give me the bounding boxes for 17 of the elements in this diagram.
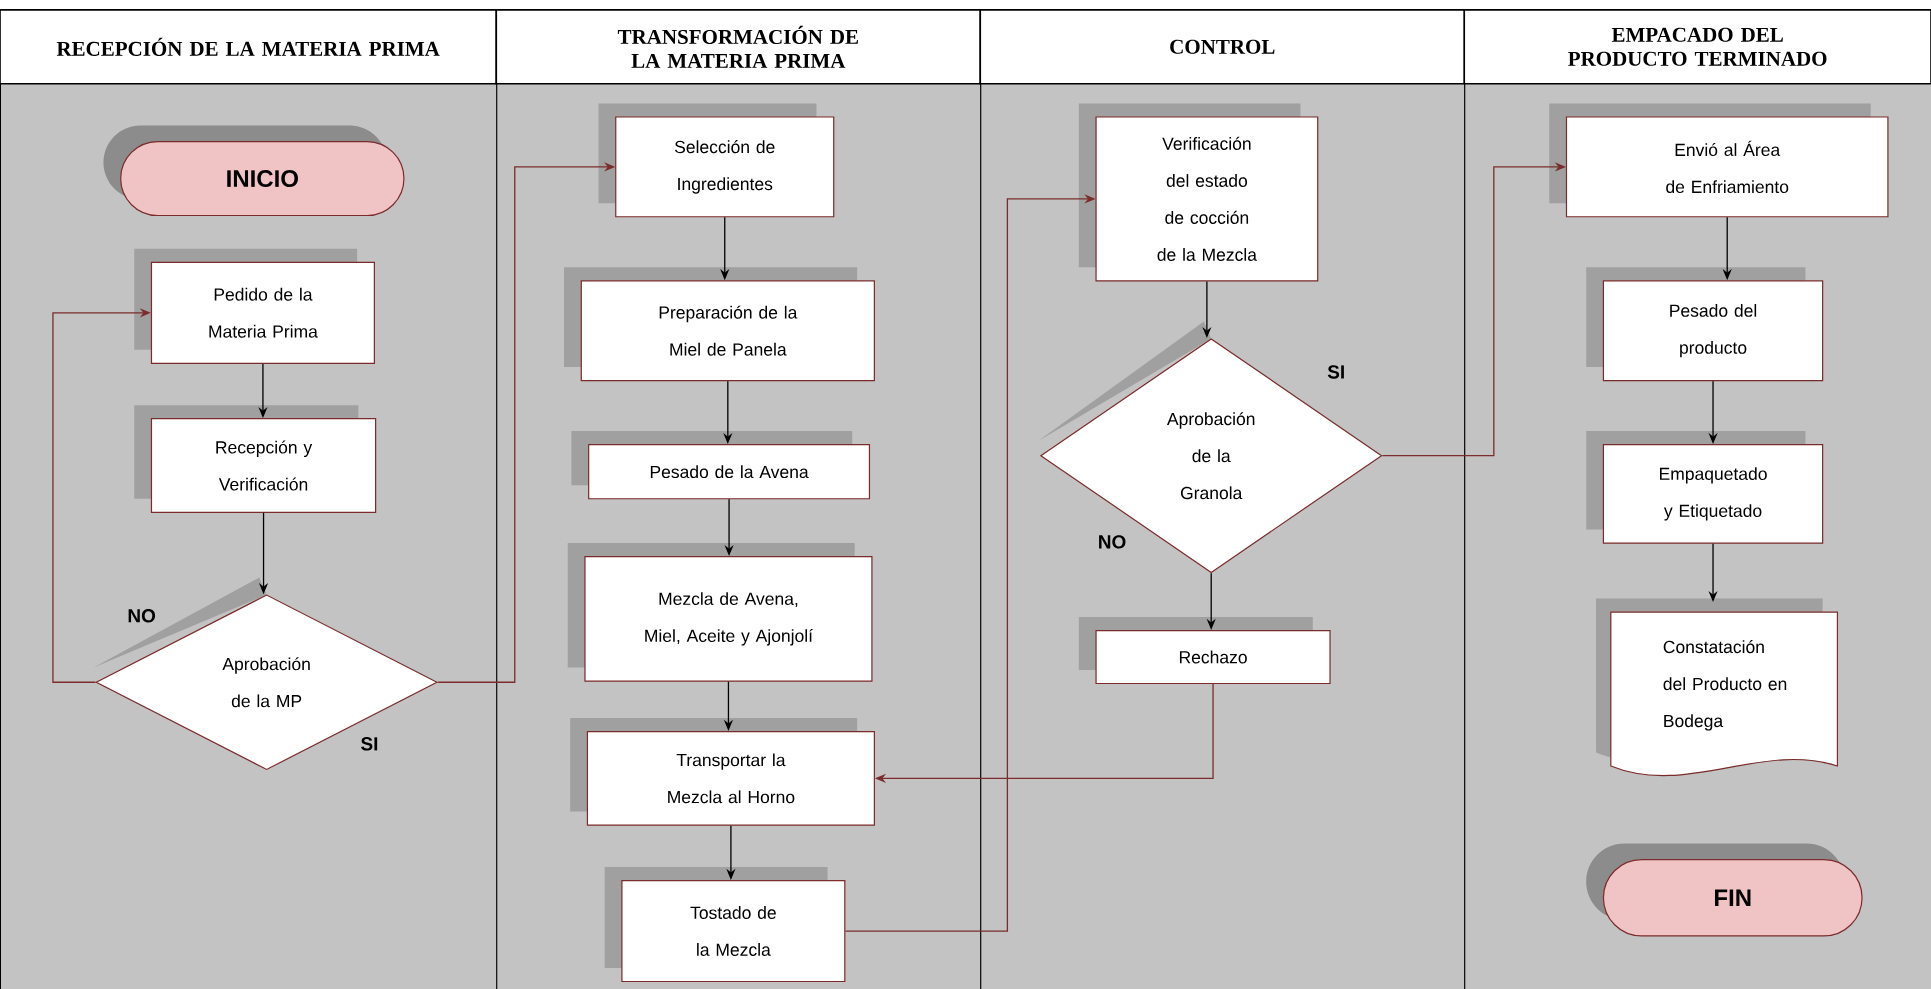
process-box: Transportar la Mezcla al Horno bbox=[570, 718, 875, 826]
edge-label: NO bbox=[126, 608, 157, 624]
process-box: Pedido de la Materia Prima bbox=[134, 248, 375, 364]
process-box: Empaquetado y Etiquetado bbox=[1586, 431, 1824, 544]
process-box: Tostado de la Mezcla bbox=[604, 867, 846, 983]
process-box: Envió al Área de Enfriamiento bbox=[1549, 103, 1889, 218]
process-box: Verificación del estado de cocción de la Mezcla bbox=[1078, 103, 1319, 282]
process-box: Mezcla de Avena, Miel, Aceite y Ajonjolí bbox=[567, 543, 873, 682]
process-box: Recepción y Verificación bbox=[134, 405, 377, 513]
process-box: Pesado de la Avena bbox=[571, 431, 871, 500]
process-box: Preparación de la Miel de Panela bbox=[564, 267, 875, 382]
process-box: Pesado del producto bbox=[1586, 267, 1824, 382]
edge-label: NO bbox=[1096, 534, 1128, 550]
process-box: Selección de Ingredientes bbox=[598, 103, 835, 218]
edge-label: SI bbox=[359, 736, 380, 752]
process-box: Rechazo bbox=[1078, 617, 1331, 685]
edge-label: SI bbox=[1326, 364, 1347, 380]
